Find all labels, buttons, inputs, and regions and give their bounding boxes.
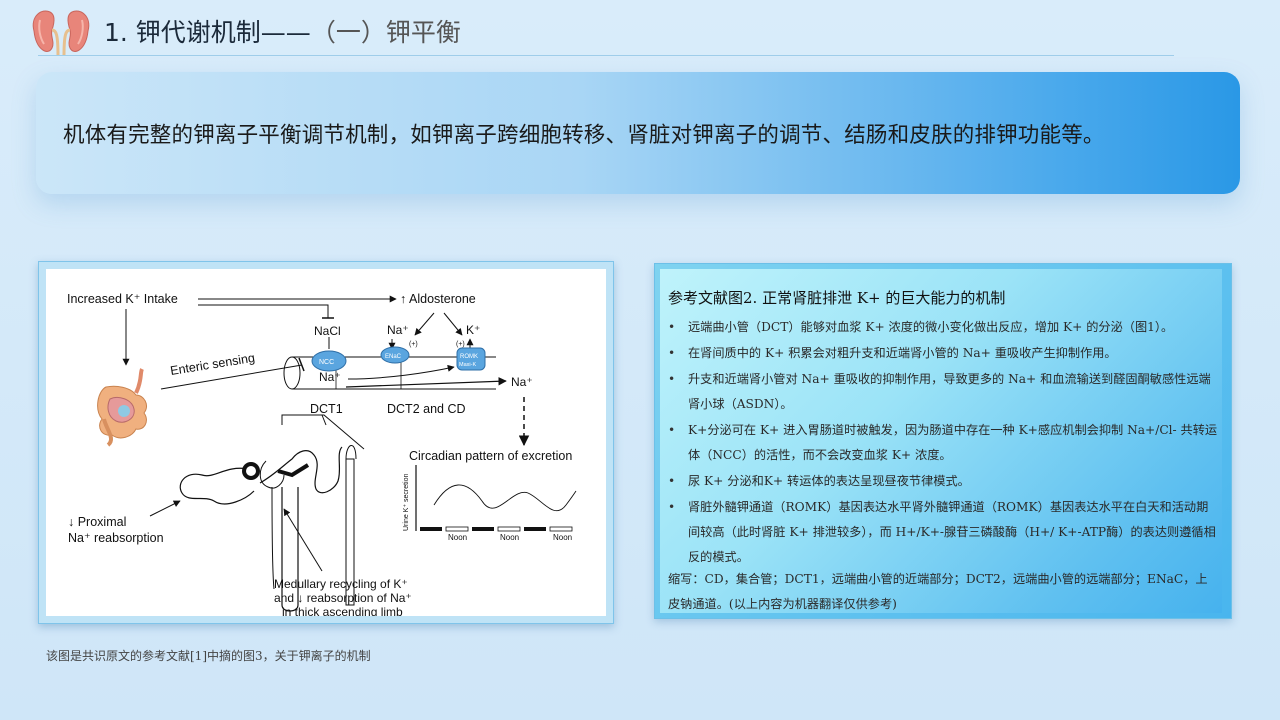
list-item: K+分泌可在 K+ 进入胃肠道时被触发，因为肠道中存在一种 K+感应机制会抑制 … <box>668 418 1218 468</box>
reference-list: 远端曲小管（DCT）能够对血浆 K+ 浓度的微小变化做出反应，增加 K+ 的分泌… <box>668 315 1218 571</box>
reference-panel: 参考文献图2. 正常肾脏排泄 K+ 的巨大能力的机制 远端曲小管（DCT）能够对… <box>660 269 1222 613</box>
list-item: 远端曲小管（DCT）能够对血浆 K+ 浓度的微小变化做出反应，增加 K+ 的分泌… <box>668 315 1218 340</box>
list-item: 尿 K+ 分泌和K+ 转运体的表达呈现昼夜节律模式。 <box>668 469 1218 494</box>
label-noon-1: Noon <box>448 533 467 542</box>
title-sub: （一）钾平衡 <box>310 18 461 47</box>
circadian-chart: Urine K⁺ secretion Noon Noon Noon <box>403 465 577 542</box>
romk-channel <box>456 347 486 371</box>
label-dct1: DCT1 <box>310 402 343 416</box>
night-bar-2 <box>472 527 494 531</box>
arrow-medullary <box>283 508 323 572</box>
night-bar-3 <box>524 527 546 531</box>
label-ncc: NCC <box>319 359 334 366</box>
label-aldosterone: ↑ Aldosterone <box>400 292 476 306</box>
label-enac: ENaC <box>385 354 402 360</box>
label-proximal-2: Na⁺ reabsorption <box>68 531 164 545</box>
abbreviation-note: 缩写：CD，集合管；DCT1，远端曲小管的近端部分；DCT2，远端曲小管的远端部… <box>668 572 1208 611</box>
arrow-na-out <box>345 377 507 388</box>
label-k-top: K⁺ <box>466 323 480 337</box>
label-noon-2: Noon <box>500 533 519 542</box>
page-title: 1. 钾代谢机制——（一）钾平衡 <box>104 13 461 49</box>
summary-banner: 机体有完整的钾离子平衡调节机制，如钾离子跨细胞转移、肾脏对钾离子的调节、结肠和皮… <box>36 72 1240 194</box>
label-maxik: Maxi-K <box>459 362 476 368</box>
page-header: 1. 钾代谢机制——（一）钾平衡 <box>28 6 461 56</box>
figure-caption: 该图是共识原文的参考文献[1]中摘的图3，关于钾离子的机制 <box>46 649 371 663</box>
arrow-proximal <box>149 500 181 517</box>
figure-canvas: Increased K⁺ Intake ↑ Aldosterone NaCl N… <box>46 269 606 616</box>
nephron-illustration <box>179 414 365 612</box>
day-bar-3 <box>549 526 573 532</box>
kidney-icon <box>32 10 90 56</box>
enteric-inhibit-bar <box>298 357 305 372</box>
list-item: 肾脏外髓钾通道（ROMK）基因表达水平肾外髓钾通道（ROMK）基因表达水平在白天… <box>668 495 1218 570</box>
list-item: 在肾间质中的 K+ 积累会对粗升支和近端肾小管的 Na+ 重吸收产生抑制作用。 <box>668 341 1218 366</box>
day-bar-2 <box>497 526 521 532</box>
reference-title: 参考文献图2. 正常肾脏排泄 K+ 的巨大能力的机制 <box>668 289 1006 307</box>
glomerulus-inner <box>246 466 256 476</box>
list-item: 升支和近端肾小管对 Na+ 重吸收的抑制作用，导致更多的 Na+ 和血流输送到醛… <box>668 367 1218 417</box>
night-bar-1 <box>420 527 442 531</box>
reference-card: 参考文献图2. 正常肾脏排泄 K+ 的巨大能力的机制 远端曲小管（DCT）能够对… <box>654 263 1232 619</box>
label-dct2cd: DCT2 and CD <box>387 402 466 416</box>
figure-card: Increased K⁺ Intake ↑ Aldosterone NaCl N… <box>38 261 614 624</box>
label-romk: ROMK <box>460 354 478 360</box>
label-na-top: Na⁺ <box>387 323 409 337</box>
mechanism-diagram: Increased K⁺ Intake ↑ Aldosterone NaCl N… <box>67 292 577 616</box>
label-enteric: Enteric sensing <box>169 351 256 378</box>
label-medullary-3: in thick ascending limb <box>282 605 403 616</box>
label-medullary-2: and ↓ reabsorption of Na⁺ <box>274 591 412 605</box>
intestine-illustration <box>97 368 147 447</box>
label-na-right: Na⁺ <box>511 375 533 389</box>
label-urine-axis: Urine K⁺ secretion <box>403 474 410 531</box>
arrow-ald-enac <box>414 312 435 336</box>
label-nacl: NaCl <box>314 324 341 338</box>
title-main: 1. 钾代谢机制—— <box>104 18 311 47</box>
label-medullary-1: Medullary recycling of K⁺ <box>274 577 408 591</box>
label-proximal-1: ↓ Proximal <box>68 515 126 529</box>
header-divider <box>38 55 1174 56</box>
label-plus-1: (+) <box>409 341 418 348</box>
arrow-na-flow <box>347 364 455 380</box>
enac-channel <box>380 346 410 364</box>
label-noon-3: Noon <box>553 533 572 542</box>
arrow-ald-romk <box>443 312 463 336</box>
label-circadian: Circadian pattern of excretion <box>409 449 572 463</box>
tubule-end <box>283 356 301 390</box>
circadian-curve <box>433 484 577 512</box>
enteric-inhibit-line <box>160 364 303 390</box>
inhibit-line-nacl <box>198 304 329 318</box>
label-na-mid: Na⁺ <box>319 370 341 384</box>
ncc-transporter <box>311 350 347 372</box>
day-bar-1 <box>445 526 469 532</box>
summary-text: 机体有完整的钾离子平衡调节机制，如钾离子跨细胞转移、肾脏对钾离子的调节、结肠和皮… <box>63 122 1105 148</box>
label-plus-2: (+) <box>456 341 465 348</box>
label-increased-intake: Increased K⁺ Intake <box>67 292 178 306</box>
